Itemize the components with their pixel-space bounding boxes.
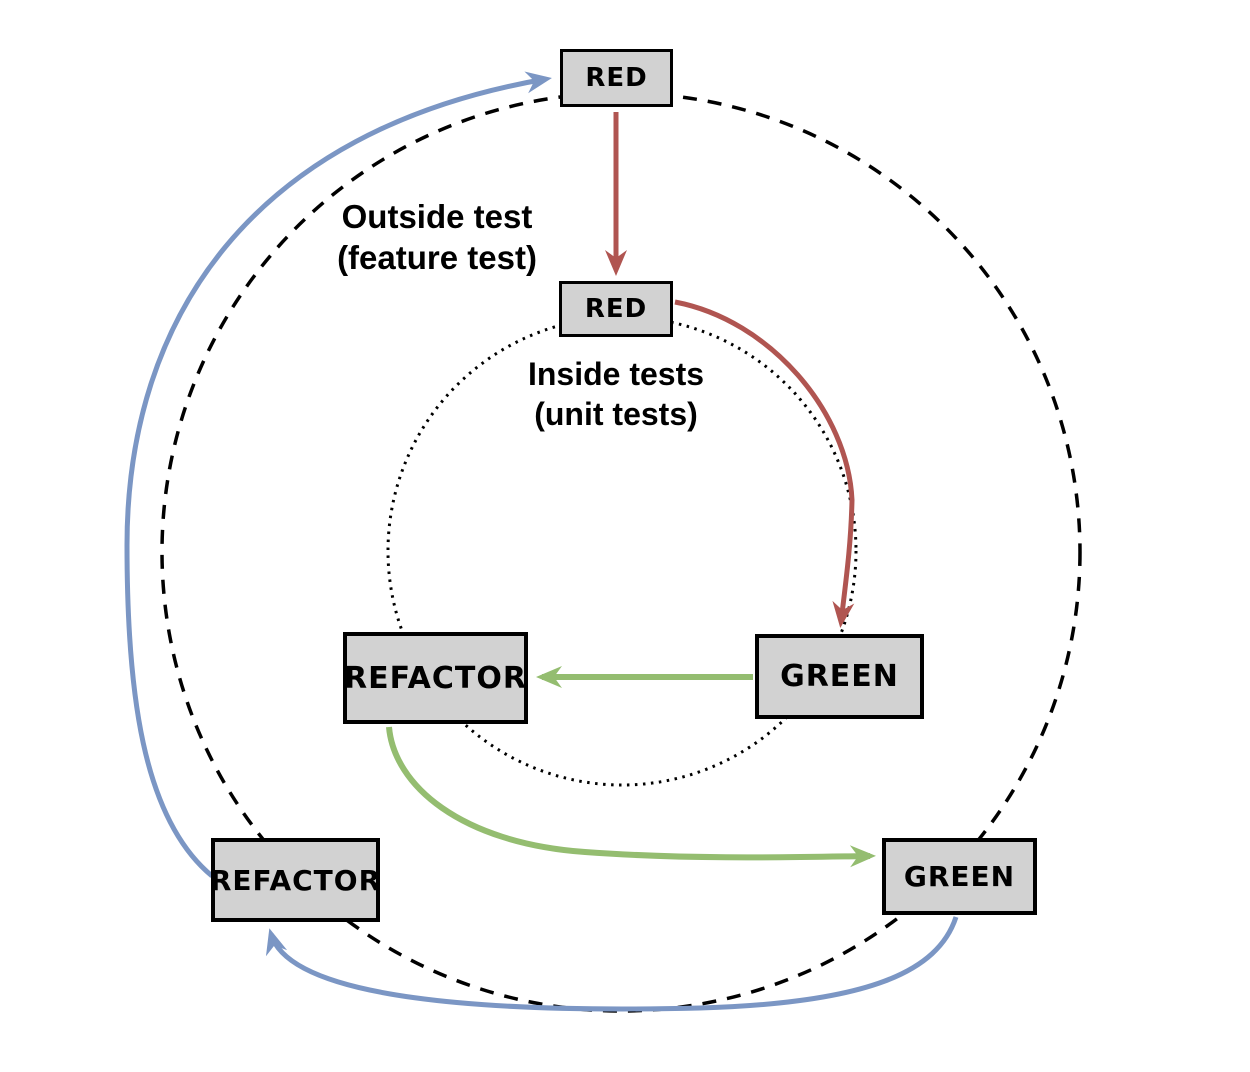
outer-circle-label-line1: Outside test — [341, 198, 533, 235]
edge-outer-green-to-outer-refactor — [266, 916, 959, 1012]
edge-inner-refactor-to-outer-green — [386, 726, 876, 868]
node-red-outer: RED — [560, 49, 673, 107]
inner-circle-label-line1: Inside tests — [527, 356, 705, 392]
node-green-outer-label: GREEN — [903, 860, 1016, 893]
node-red-inner-label: RED — [584, 294, 648, 324]
node-green-inner-label: GREEN — [780, 659, 899, 694]
outer-circle-label: Outside test (feature test) — [287, 196, 587, 278]
node-green-inner: GREEN — [755, 634, 924, 719]
inner-cycle-dotted-circle — [386, 315, 858, 787]
node-refactor-outer-label: REFACTOR — [209, 863, 382, 897]
node-red-outer-label: RED — [585, 63, 648, 93]
node-green-outer: GREEN — [882, 838, 1037, 915]
node-refactor-inner: REFACTOR — [343, 632, 528, 724]
node-refactor-outer: REFACTOR — [209, 838, 382, 922]
node-refactor-inner-label: REFACTOR — [344, 660, 527, 696]
inner-circle-label: Inside tests (unit tests) — [466, 354, 766, 434]
edge-outer-refactor-to-outer-red — [124, 71, 552, 878]
inner-circle-label-line2: (unit tests) — [534, 396, 698, 432]
edge-inner-red-to-inner-green — [674, 299, 855, 628]
node-red-inner: RED — [559, 281, 673, 337]
outer-circle-label-line2: (feature test) — [337, 239, 537, 276]
